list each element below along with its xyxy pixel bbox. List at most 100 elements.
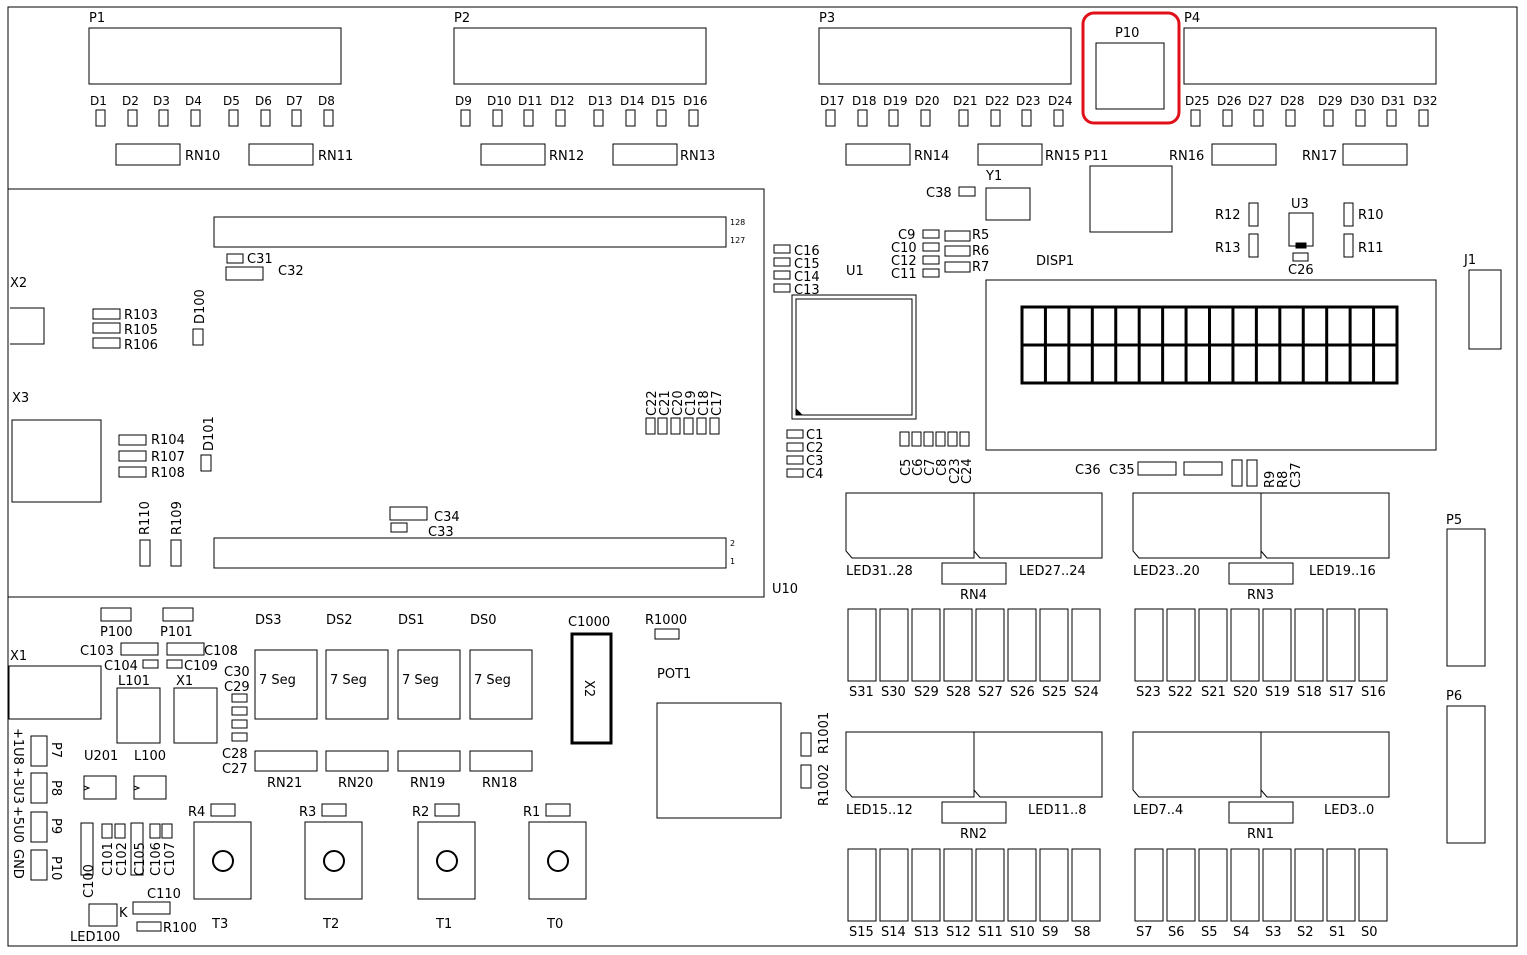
push-button-cap[interactable]	[212, 850, 234, 872]
switch-label: S26	[1010, 685, 1035, 700]
push-button[interactable]	[193, 821, 252, 900]
switch[interactable]	[911, 848, 941, 922]
res-label: R106	[124, 338, 158, 353]
switch[interactable]	[1007, 848, 1037, 922]
switch[interactable]	[1230, 848, 1260, 922]
rn-label: RN1	[1247, 827, 1274, 842]
switch-label: S22	[1168, 685, 1193, 700]
header-p10-highlighted[interactable]: P10	[1081, 11, 1181, 125]
rn-box	[1228, 562, 1294, 585]
rn-label: RN19	[410, 776, 445, 791]
led-pad	[888, 109, 899, 127]
switch[interactable]	[1039, 608, 1069, 682]
cap-label: C102	[115, 842, 130, 876]
switch[interactable]	[1358, 608, 1388, 682]
switch[interactable]	[975, 608, 1005, 682]
switch[interactable]	[1294, 848, 1324, 922]
chip-label: U3	[1291, 197, 1309, 212]
rn-label: RN18	[482, 776, 517, 791]
switch[interactable]	[943, 848, 973, 922]
push-button-cap[interactable]	[323, 850, 345, 872]
cap-label: C34	[434, 510, 460, 525]
push-button[interactable]	[528, 821, 587, 900]
led-bar-label: LED7..4	[1133, 803, 1183, 818]
switch[interactable]	[1039, 848, 1069, 922]
switch-label: S10	[1010, 925, 1035, 940]
seven-seg-display	[254, 649, 318, 720]
cap-label: C30	[224, 665, 250, 680]
cap-label: C24	[960, 458, 975, 484]
switch[interactable]	[1166, 848, 1196, 922]
res-label: R5	[972, 228, 989, 243]
cap-label: C17	[710, 390, 725, 416]
chip-label: U1	[846, 264, 864, 279]
switch[interactable]	[1358, 848, 1388, 922]
seven-seg-display	[397, 649, 461, 720]
cap-label: C108	[204, 644, 238, 659]
switch[interactable]	[1326, 848, 1356, 922]
push-button[interactable]	[417, 821, 476, 900]
res-label: R7	[972, 260, 989, 275]
switch[interactable]	[1134, 848, 1164, 922]
switch[interactable]	[1166, 608, 1196, 682]
seven-seg-label: 7 Seg	[402, 673, 439, 688]
rn-label: RN11	[318, 149, 353, 164]
seven-seg-display	[325, 649, 389, 720]
chip-u1: U1 C16 C15 C14 C13 C1 C2 C3 C4 C9 C10 C1…	[773, 186, 989, 484]
led-label-d5: D5	[223, 94, 240, 108]
pot-area: R1000 POT1 R1001 R1002	[645, 613, 832, 819]
switch[interactable]	[943, 608, 973, 682]
led-bar	[1260, 492, 1390, 559]
switch[interactable]	[1134, 608, 1164, 682]
pin-label: 2	[730, 539, 735, 548]
cap-label: C11	[891, 267, 917, 282]
switch[interactable]	[847, 608, 877, 682]
switch[interactable]	[1294, 608, 1324, 682]
led-pad	[625, 109, 636, 127]
switch[interactable]	[1326, 608, 1356, 682]
rn-label: RN21	[267, 776, 302, 791]
rn-label: RN10	[185, 149, 220, 164]
switch[interactable]	[911, 608, 941, 682]
switch[interactable]	[1071, 608, 1101, 682]
header-label: P9	[48, 818, 63, 834]
res-box	[321, 803, 347, 817]
header-label: P10	[48, 856, 63, 880]
switch[interactable]	[1071, 848, 1101, 922]
switch[interactable]	[1198, 608, 1228, 682]
switch[interactable]	[1262, 848, 1292, 922]
switch[interactable]	[1198, 848, 1228, 922]
cap-label: C36	[1075, 463, 1101, 478]
res-label: R107	[151, 450, 185, 465]
switch-label: S3	[1265, 925, 1282, 940]
push-button[interactable]	[304, 821, 363, 900]
switch[interactable]	[847, 848, 877, 922]
push-button-cap[interactable]	[436, 850, 458, 872]
switch[interactable]	[975, 848, 1005, 922]
res-label: R4	[188, 805, 205, 820]
cap-label: C20	[671, 390, 686, 416]
switch[interactable]	[1007, 608, 1037, 682]
switch[interactable]	[879, 608, 909, 682]
switch[interactable]	[879, 848, 909, 922]
led-pad	[460, 109, 471, 127]
cap-label: C18	[697, 390, 712, 416]
cap-label: C19	[684, 390, 699, 416]
led-pad	[688, 109, 699, 127]
led-pad	[1323, 109, 1334, 127]
led-pad	[1021, 109, 1032, 127]
push-button-cap[interactable]	[547, 850, 569, 872]
header-label: P6	[1446, 689, 1462, 704]
pin-label: 128	[730, 218, 745, 227]
seven-seg-display	[469, 649, 533, 720]
switch[interactable]	[1262, 608, 1292, 682]
header-label: P4	[1184, 11, 1200, 26]
cap-label: C100	[82, 864, 97, 898]
switch[interactable]	[1230, 608, 1260, 682]
led-pad	[291, 109, 302, 127]
seven-seg-label: 7 Seg	[474, 673, 511, 688]
led-label-d1: D1	[90, 94, 107, 108]
